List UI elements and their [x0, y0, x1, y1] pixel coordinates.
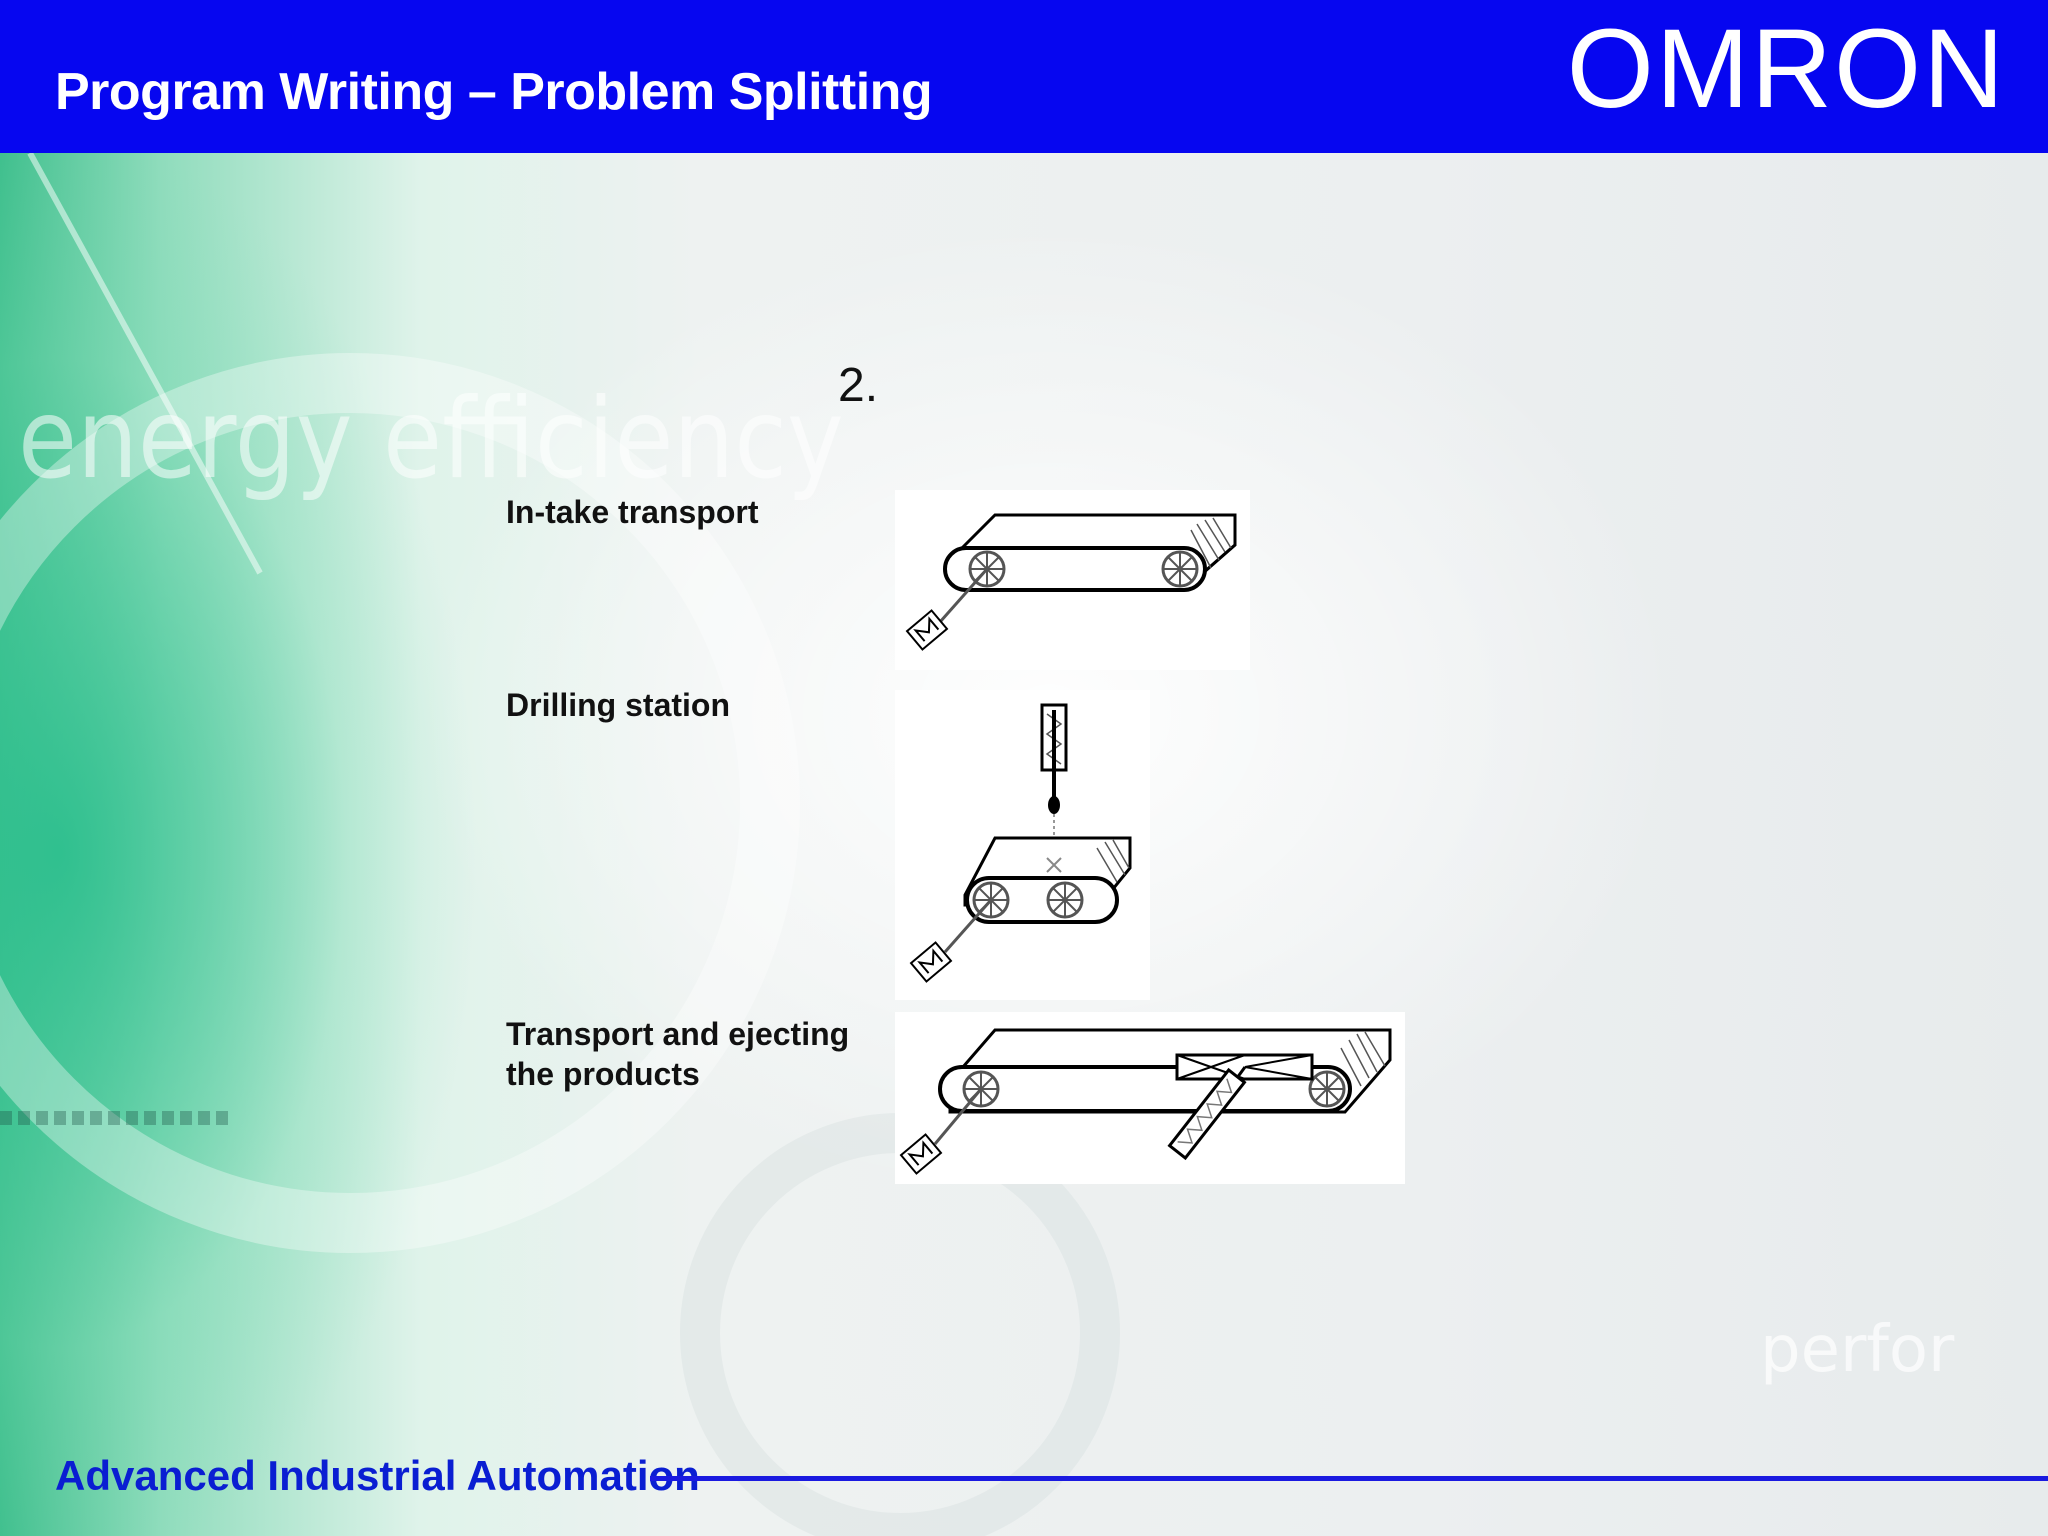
- conveyor-motor-icon: [905, 513, 1237, 651]
- background-watermark-left: energy efficiency: [18, 374, 844, 504]
- section-label-intake: In-take transport: [506, 494, 759, 530]
- ejector-conveyor-icon: [899, 1028, 1392, 1175]
- ejecting-conveyor-diagram: [895, 1012, 1405, 1184]
- section-label-drilling: Drilling station: [506, 687, 730, 723]
- drill-conveyor-icon: [909, 703, 1132, 983]
- slide-header: Program Writing – Problem Splitting OMRO…: [0, 0, 2048, 153]
- section-label-ejecting: Transport and ejecting the products: [506, 1016, 850, 1092]
- slide-background: energy efficiency perfor: [0, 153, 2048, 1536]
- intake-conveyor-diagram: [895, 490, 1250, 670]
- background-watermark-right: perfor: [1760, 1313, 1955, 1387]
- drilling-station-diagram: [895, 690, 1150, 1000]
- footer-tagline: Advanced Industrial Automation: [55, 1452, 700, 1499]
- footer-divider: [650, 1476, 2048, 1481]
- slide-title: Program Writing – Problem Splitting: [55, 63, 933, 121]
- step-number: 2.: [838, 359, 879, 412]
- omron-logo: OMRON: [1566, 6, 2006, 131]
